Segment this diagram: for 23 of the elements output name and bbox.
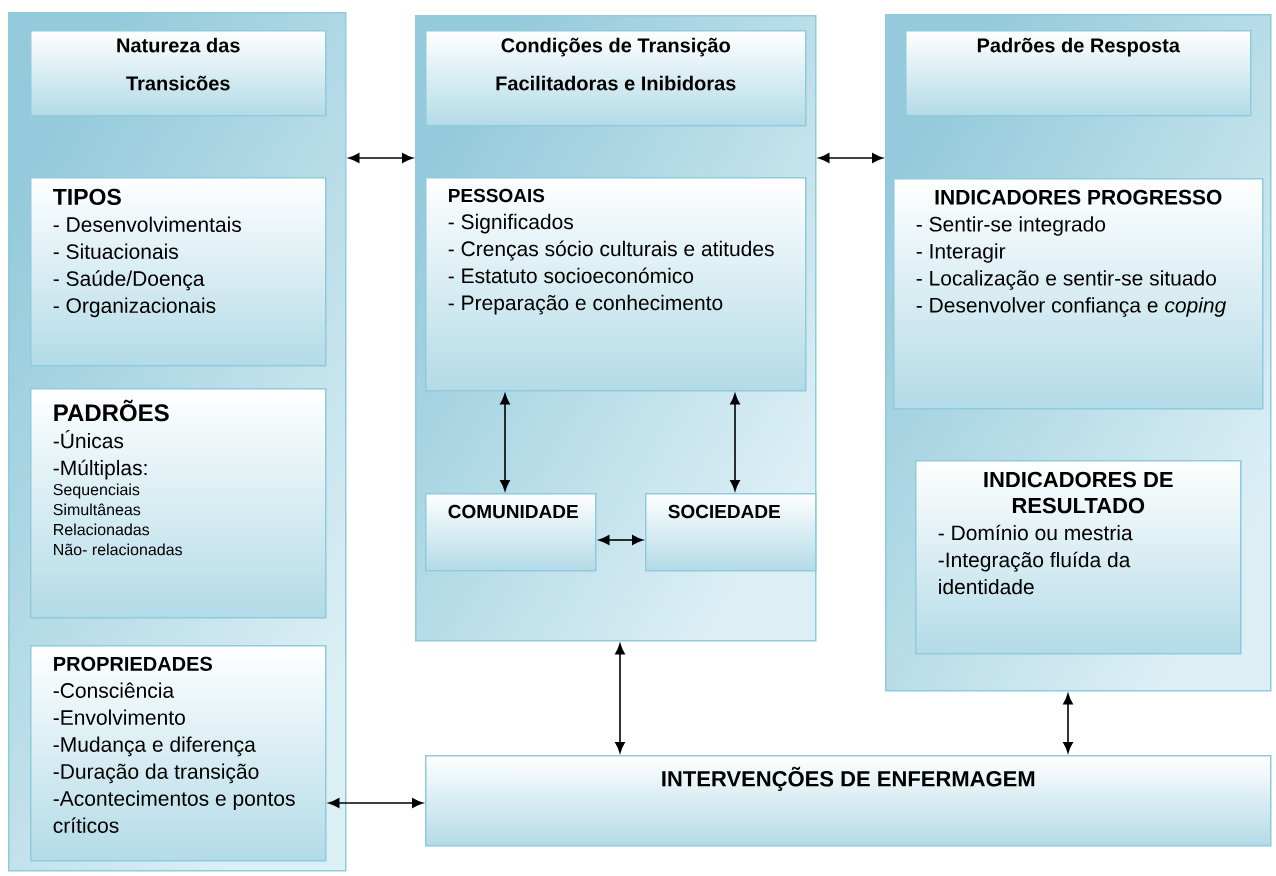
heading-box: Natureza das Transicões bbox=[30, 30, 327, 117]
arrow bbox=[1063, 693, 1073, 753]
arrow bbox=[615, 643, 625, 753]
arrow bbox=[348, 153, 413, 163]
text-box: INDICADORES PROGRESSO - Sentir-se integrado - Interagir - Localização e sentir-se situado - Desenvolver confiança e coping bbox=[893, 178, 1264, 410]
text-box: PADRÕES -Únicas -Múltiplas: Sequenciais Simultâneas Relacionadas Não- relacionadas bbox=[30, 388, 327, 619]
text-box: SOCIEDADE bbox=[645, 493, 817, 572]
text-box: INDICADORES DE RESULTADO - Domínio ou mestria -Integração fluída da identidade bbox=[915, 460, 1242, 655]
text-box: PROPRIEDADES -Consciência -Envolvimento -Mudança e diferença -Duração da transição -Acontecimentos e pontos críticos bbox=[30, 645, 327, 862]
arrow bbox=[818, 153, 883, 163]
column-panel bbox=[8, 12, 347, 872]
column-panel bbox=[415, 15, 817, 642]
arrow bbox=[328, 798, 423, 808]
text-box: INTERVENÇÕES DE ENFERMAGEM bbox=[425, 755, 1272, 847]
heading-box: Padrões de Resposta bbox=[905, 30, 1252, 117]
text-box: PESSOAIS - Significados - Crenças sócio culturais e atitudes - Estatuto socioeconómico - Preparação e conhecimento bbox=[425, 177, 807, 392]
text-box: TIPOS - Desenvolvimentais - Situacionais - Saúde/Doença - Organizacionais bbox=[30, 177, 327, 367]
arrow bbox=[500, 393, 510, 491]
arrow bbox=[730, 393, 740, 491]
heading-box: Condições de Transição Facilitadoras e Inibidoras bbox=[425, 30, 807, 127]
arrow bbox=[598, 535, 643, 545]
column-panel bbox=[885, 14, 1272, 692]
text-box: COMUNIDADE bbox=[425, 493, 597, 572]
